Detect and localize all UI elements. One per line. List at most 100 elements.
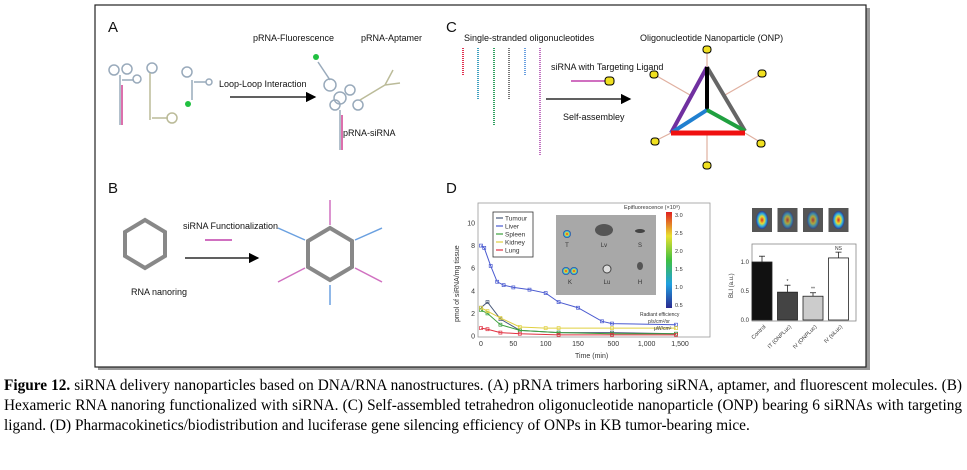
- data-point: [517, 325, 522, 329]
- significance-label: NS: [835, 246, 843, 252]
- x-tick-label: 1,500: [671, 341, 689, 348]
- data-point: [495, 279, 500, 284]
- panel-b: B RNA nanoring siRNA Functionalization: [108, 180, 383, 305]
- data-point: [600, 319, 604, 324]
- significance-label: **: [811, 287, 815, 293]
- x-tick-label: 0: [479, 341, 483, 348]
- legend-label: Liver: [505, 224, 520, 231]
- series-line-kidney: [480, 307, 676, 329]
- colorbar-tick: 0.5: [675, 303, 683, 309]
- x-axis-label: Time (min): [575, 353, 608, 360]
- data-point: [674, 333, 678, 337]
- panel-d: D pmol of siRNA/mg tissue Time (min) 024…: [446, 180, 857, 360]
- organ-label: T: [565, 243, 569, 249]
- label-rna-nanoring: RNA nanoring: [131, 287, 187, 297]
- label-single-stranded-oligos: Single-stranded oligonucleotides: [464, 33, 595, 43]
- data-point: [556, 326, 561, 330]
- bar-1: [777, 291, 798, 321]
- data-point: [498, 330, 503, 335]
- label-pRNA-aptamer: pRNA-Aptamer: [361, 33, 422, 43]
- panel-a: A pRNA-Fluorescence pRNA-Aptamer Loop-Lo…: [108, 19, 422, 150]
- bli-signal: [781, 211, 794, 229]
- bar-y-tick-label: 0.0: [741, 318, 750, 324]
- bar-0: [751, 261, 773, 321]
- colorbar-units-num: p/s/cm²/sr: [648, 319, 670, 325]
- bli-signal: [756, 211, 768, 229]
- caption-label: Figure 12.: [4, 377, 71, 394]
- pRNA-monomers-diagram: [108, 61, 401, 150]
- data-point: [610, 326, 614, 330]
- data-point: [485, 300, 490, 304]
- data-point: [498, 316, 503, 320]
- panel-c-letter: C: [446, 19, 457, 36]
- data-point: [543, 326, 548, 330]
- colorbar-tick: 2.0: [675, 249, 683, 255]
- figure-caption: Figure 12. siRNA delivery nanoparticles …: [4, 376, 962, 436]
- data-point: [485, 311, 490, 316]
- data-point: [482, 246, 487, 250]
- y-tick-label: 8: [471, 243, 475, 250]
- colorbar-units-den: μW/cm²: [654, 326, 672, 332]
- organ-label: Lv: [601, 243, 607, 249]
- label-pRNA-siRNA: pRNA-siRNA: [343, 128, 396, 138]
- label-pRNA-fluorescence: pRNA-Fluorescence: [253, 33, 334, 43]
- bar-y-tick-label: 0.5: [741, 289, 750, 295]
- bar-y-tick-label: 1.0: [741, 260, 750, 266]
- y-axis-label: pmol of siRNA/mg tissue: [454, 245, 461, 322]
- panel-a-letter: A: [108, 19, 118, 36]
- liver-image: [595, 224, 613, 236]
- y-tick-label: 0: [471, 334, 475, 341]
- bar-y-axis-label: BLI (a.u.): [729, 273, 735, 298]
- label-onp: Oligonucleotide Nanoparticle (ONP): [640, 33, 783, 43]
- data-point: [479, 308, 483, 312]
- y-tick-label: 6: [471, 266, 475, 273]
- fluorophore-icon: [313, 54, 319, 60]
- data-point: [576, 305, 580, 310]
- x-tick-label: 50: [509, 341, 517, 348]
- data-point: [479, 243, 483, 248]
- x-tick-label: 500: [607, 341, 619, 348]
- series-line-liver: [480, 245, 677, 326]
- bar-3: [828, 257, 849, 321]
- fluorophore-icon: [185, 101, 191, 107]
- label-self-assembly: Self-assembley: [563, 112, 625, 122]
- x-tick-label: 100: [540, 341, 552, 348]
- data-point: [556, 333, 561, 337]
- panel-d-letter: D: [446, 180, 457, 197]
- lung-image: [602, 264, 612, 274]
- colorbar-tick: 3.0: [675, 213, 683, 219]
- spleen-image: [635, 229, 645, 233]
- data-point: [674, 326, 678, 330]
- organ-label: Lu: [604, 280, 611, 286]
- legend-label: Kidney: [505, 240, 526, 247]
- colorbar: [666, 212, 672, 308]
- data-point: [517, 328, 522, 333]
- colorbar-title: Epifluorescence (×10⁹): [624, 204, 680, 211]
- organ-label: K: [568, 280, 572, 286]
- series-line-lung: [480, 327, 676, 336]
- figure-panel: A pRNA-Fluorescence pRNA-Aptamer Loop-Lo…: [94, 4, 870, 370]
- legend-label: Lung: [505, 248, 520, 255]
- functionalized-nanoring-diagram: [277, 200, 383, 305]
- bli-signal: [807, 211, 819, 229]
- x-tick-label: 150: [572, 341, 584, 348]
- data-point: [517, 331, 522, 336]
- colorbar-tick: 1.0: [675, 285, 683, 291]
- label-sirna-functionalization: siRNA Functionalization: [183, 221, 278, 231]
- organ-label: S: [638, 243, 642, 249]
- nanoring-diagram: [123, 217, 167, 271]
- y-tick-label: 2: [471, 311, 475, 318]
- significance-label: *: [787, 279, 789, 285]
- data-point: [498, 322, 503, 327]
- data-point: [501, 283, 506, 287]
- data-point: [543, 291, 548, 295]
- panel-b-letter: B: [108, 180, 118, 197]
- ligand-icon: [604, 76, 615, 86]
- data-point: [610, 333, 614, 337]
- x-tick-label: 1,000: [638, 341, 656, 348]
- y-tick-label: 10: [467, 221, 475, 228]
- data-point: [674, 322, 678, 327]
- caption-text: siRNA delivery nanoparticles based on DN…: [4, 377, 962, 434]
